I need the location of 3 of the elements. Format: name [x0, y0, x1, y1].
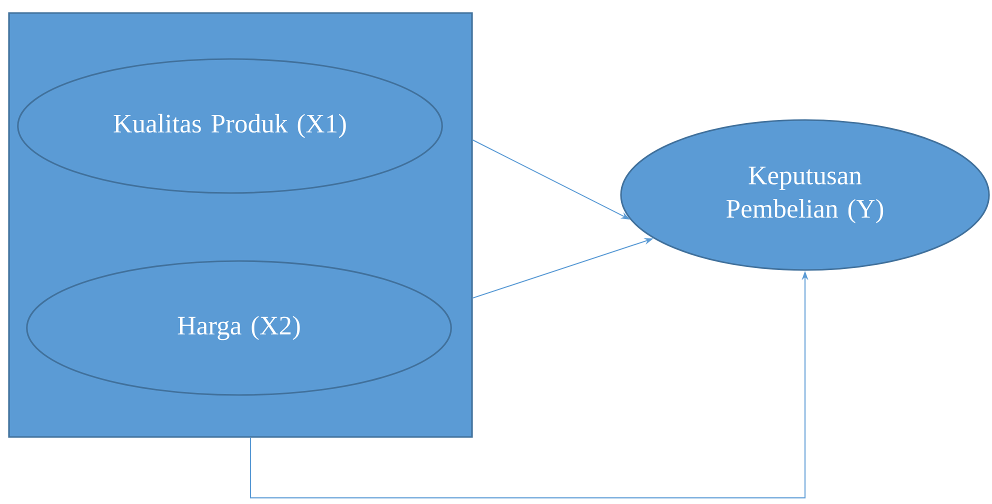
ellipse-node: Harga (X2) — [26, 260, 452, 396]
ellipse-node: Keputusan Pembelian (Y) — [620, 119, 990, 271]
ellipse-node: Kualitas Produk (X1) — [17, 58, 443, 194]
